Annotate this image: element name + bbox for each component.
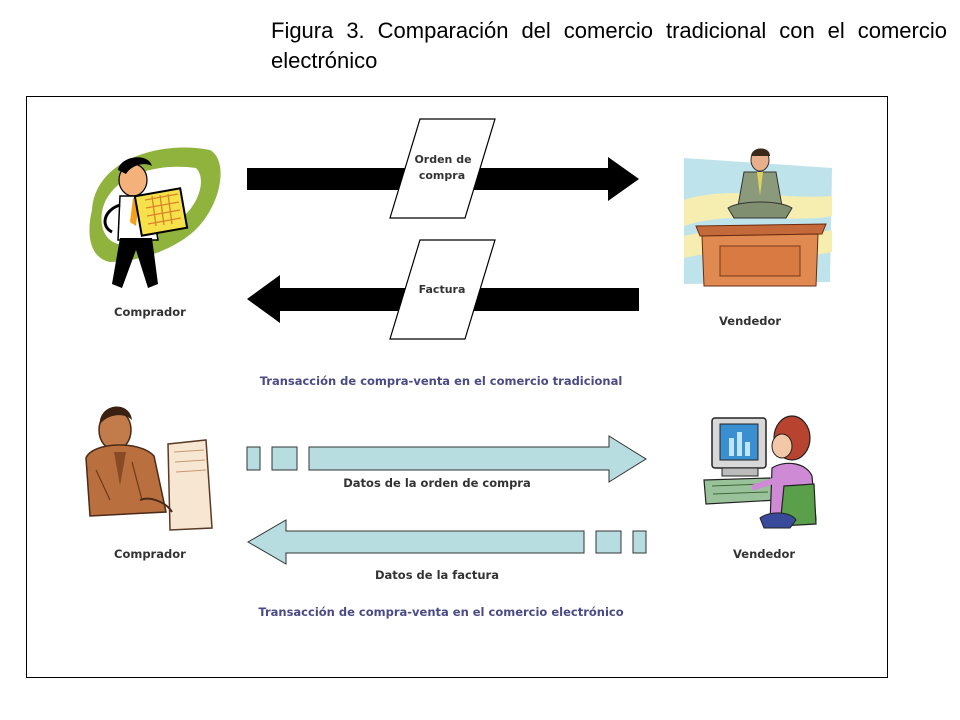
man-at-computer-icon	[85, 406, 213, 531]
woman-at-computer-icon	[703, 415, 817, 529]
diagram-frame	[26, 96, 888, 678]
purchase-order-label-line2: compra	[419, 169, 465, 182]
order-data-label: Datos de la orden de compra	[343, 476, 531, 490]
order-data-packet	[246, 446, 261, 471]
purchase-order-document	[389, 118, 496, 219]
traditional-buyer-label: Comprador	[114, 305, 186, 319]
electronic-seller-label: Vendedor	[733, 547, 795, 561]
electronic-buyer-label: Comprador	[114, 547, 186, 561]
electronic-caption: Transacción de compra-venta en el comerc…	[258, 605, 623, 619]
invoice-data-packet	[632, 530, 647, 554]
order-data-arrow	[308, 435, 647, 483]
purchase-order-label-line1: Orden de	[414, 153, 471, 166]
invoice-data-arrow	[247, 519, 585, 565]
order-data-packet	[271, 446, 298, 471]
man-with-chart-icon	[89, 147, 221, 288]
invoice-document	[389, 239, 496, 340]
invoice-data-label: Datos de la factura	[375, 568, 499, 582]
traditional-caption: Transacción de compra-venta en el comerc…	[260, 374, 623, 388]
invoice-label: Factura	[419, 283, 466, 296]
businessman-at-desk-icon	[684, 148, 832, 287]
figure-title: Figura 3. Comparación del comercio tradi…	[271, 18, 947, 73]
invoice-data-packet	[595, 530, 622, 554]
traditional-seller-label: Vendedor	[719, 314, 781, 328]
